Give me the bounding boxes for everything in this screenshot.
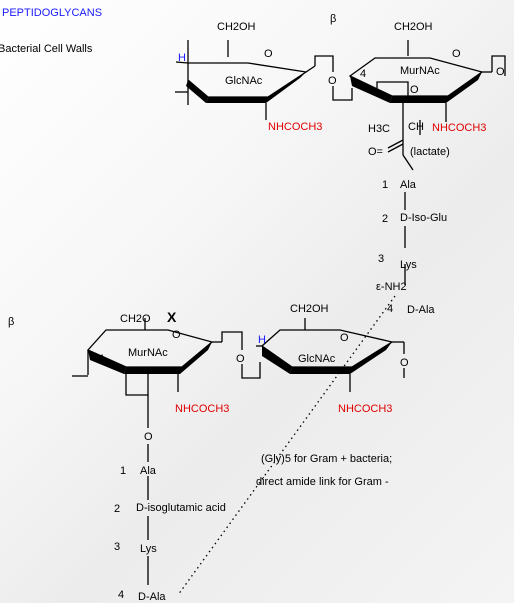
bottom-glcnac-nhcoch3: NHCOCH3 bbox=[338, 403, 392, 415]
bottom-murnac-name: MurNAc bbox=[128, 347, 168, 359]
diagram-title: PEPTIDOGLYCANS bbox=[2, 7, 102, 19]
crosslink-dotted-line bbox=[177, 295, 396, 596]
top-peptide-4-num: 4 bbox=[387, 303, 393, 315]
top-peptide-3-name: Lys bbox=[400, 259, 417, 271]
crosslink-note-line2: direct amide link for Gram - bbox=[256, 476, 389, 488]
top-glcnac-ch2oh: CH2OH bbox=[217, 21, 256, 33]
bottom-peptide-1-name: Ala bbox=[140, 465, 157, 477]
lactate-label: (lactate) bbox=[410, 146, 450, 158]
bottom-glcnac-ch2oh: CH2OH bbox=[290, 303, 329, 315]
top-glcnac-ring bbox=[175, 40, 316, 120]
top-glycosidic-link bbox=[314, 55, 353, 101]
top-peptide-2-name: D-Iso-Glu bbox=[400, 212, 447, 224]
bottom-glcnac-o-side: O bbox=[400, 357, 409, 369]
bottom-murnac-ring-o: O bbox=[172, 329, 181, 341]
diagram-subtitle: Bacterial Cell Walls bbox=[0, 43, 93, 55]
top-murnac-name: MurNAc bbox=[400, 65, 440, 77]
top-peptide-1-name: Ala bbox=[400, 179, 417, 191]
bottom-murnac-ring bbox=[72, 318, 261, 428]
top-peptide-3-num: 3 bbox=[378, 253, 384, 265]
bottom-peptide-3-name: Lys bbox=[140, 543, 157, 555]
top-murnac-ch2oh: CH2OH bbox=[394, 21, 433, 33]
top-peptide-1-num: 1 bbox=[382, 179, 388, 191]
bottom-peptide-4-num: 4 bbox=[118, 589, 124, 601]
top-murnac-pos4: 4 bbox=[360, 68, 366, 80]
top-murnac-ring-o: O bbox=[452, 48, 461, 60]
bottom-peptide-3-num: 3 bbox=[114, 541, 120, 553]
top-glcnac-name: GlcNAc bbox=[225, 75, 263, 87]
top-peptide-2-num: 2 bbox=[382, 213, 388, 225]
bottom-glcnac-ring-o: O bbox=[340, 332, 349, 344]
bottom-glcnac-ring bbox=[256, 318, 405, 392]
bottom-murnac-ch2o: CH2O bbox=[120, 313, 151, 325]
top-peptide-nh2: ε-NH2 bbox=[376, 281, 407, 293]
lactate-ch: CH bbox=[408, 121, 424, 133]
top-murnac-end-o: O bbox=[496, 66, 505, 78]
bottom-murnac-pos4: 4 bbox=[98, 353, 104, 365]
bottom-murnac-x: X bbox=[167, 309, 177, 325]
crosslink-note-line1: (Gly)5 for Gram + bacteria; bbox=[261, 453, 392, 465]
top-link-o: O bbox=[328, 75, 337, 87]
bottom-peptide-2-num: 2 bbox=[114, 503, 120, 515]
lactate-h3c: H3C bbox=[368, 123, 390, 135]
bottom-link-o: O bbox=[236, 353, 245, 365]
bottom-glcnac-h: H bbox=[258, 334, 266, 346]
top-murnac-ring bbox=[348, 40, 506, 171]
top-glcnac-ring-o: O bbox=[264, 48, 273, 60]
bottom-murnac-o-side: O bbox=[144, 431, 153, 443]
top-glcnac-h: H bbox=[178, 52, 186, 64]
bottom-peptide-2-name: D-isoglutamic acid bbox=[136, 502, 226, 514]
beta-label-left: β bbox=[8, 316, 14, 328]
top-peptide-4-name: D-Ala bbox=[407, 304, 435, 316]
top-glcnac-nhcoch3: NHCOCH3 bbox=[268, 121, 322, 133]
bottom-peptide-1-num: 1 bbox=[120, 465, 126, 477]
bottom-peptide-4-name: D-Ala bbox=[138, 591, 166, 603]
beta-label-top: β bbox=[330, 13, 336, 25]
bottom-glcnac-name: GlcNAc bbox=[298, 353, 336, 365]
bottom-murnac-nhcoch3: NHCOCH3 bbox=[175, 403, 229, 415]
lactate-carbonyl: O= bbox=[368, 146, 383, 158]
top-murnac-nhcoch3: NHCOCH3 bbox=[432, 122, 486, 134]
top-murnac-o-side: O bbox=[410, 84, 419, 96]
